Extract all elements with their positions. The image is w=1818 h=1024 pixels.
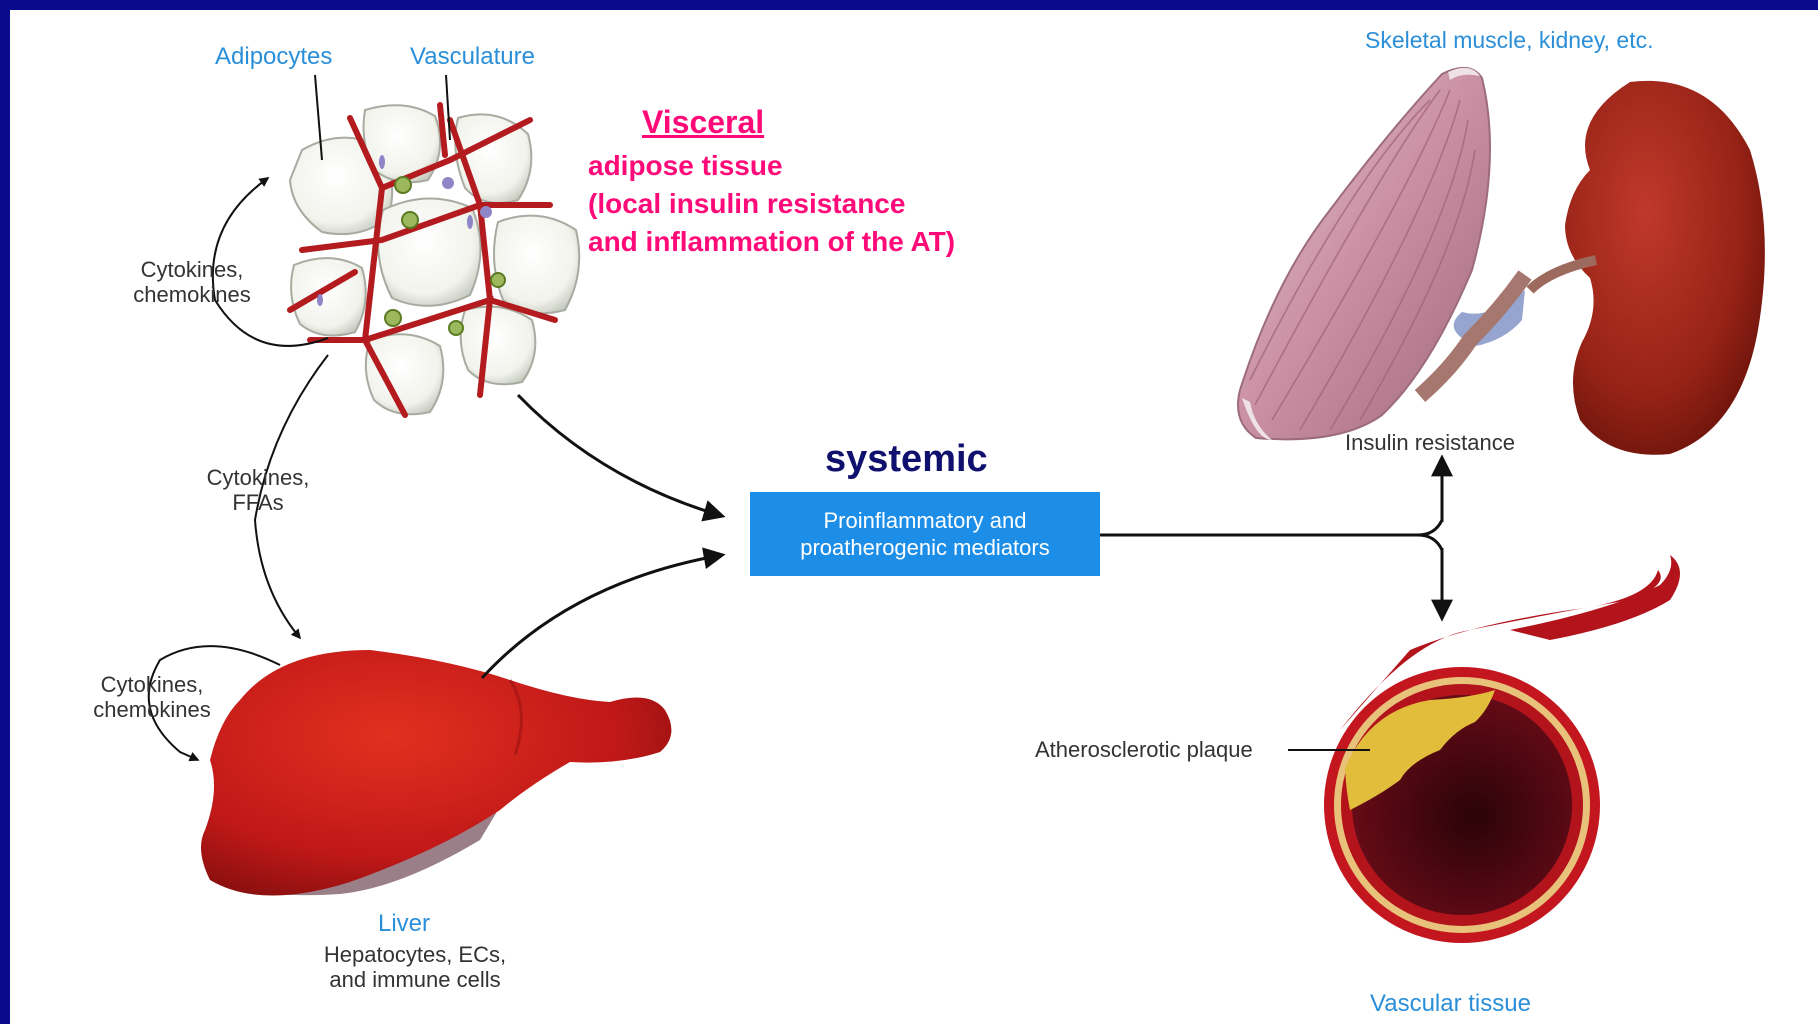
atherosclerotic-plaque-label: Atherosclerotic plaque	[1035, 737, 1253, 762]
cytokines-ffas-line-2: FFAs	[188, 490, 328, 515]
adipocyte-cell	[494, 216, 579, 314]
liver-subtitle-line-1: Hepatocytes, ECs,	[295, 942, 535, 967]
visceral-line-3: and inflammation of the AT)	[588, 226, 955, 258]
visceral-title: Visceral	[642, 104, 764, 141]
adipocyte-cell	[366, 334, 444, 414]
cytokines-ffas-line-1: Cytokines,	[188, 465, 328, 490]
visceral-line-1: adipose tissue	[588, 150, 783, 182]
liver-loop-label: Cytokines, chemokines	[78, 672, 226, 722]
liver-illustration	[201, 650, 671, 896]
mediators-line-2: proatherogenic mediators	[800, 534, 1049, 561]
vasculature-label: Vasculature	[410, 43, 535, 71]
cytokines-ffas-label: Cytokines, FFAs	[188, 465, 328, 515]
adipose-tissue-illustration	[290, 105, 579, 415]
adipocyte-cell	[461, 307, 536, 385]
adipose-loop-label-line-2: chemokines	[118, 282, 266, 307]
liver-loop-label-line-2: chemokines	[78, 697, 226, 722]
adipose-loop-label: Cytokines, chemokines	[118, 257, 266, 307]
mediators-box: Proinflammatory and proatherogenic media…	[750, 492, 1100, 576]
skeletal-muscle-illustration	[1238, 68, 1490, 440]
vascular-tissue-label: Vascular tissue	[1370, 990, 1531, 1018]
liver-to-mediators-arrow	[482, 555, 722, 678]
liver-title: Liver	[378, 910, 430, 938]
adipose-loop-label-line-1: Cytokines,	[118, 257, 266, 282]
vasculature-leader-line	[446, 75, 450, 140]
systemic-label: systemic	[825, 438, 988, 481]
mediators-line-1: Proinflammatory and	[800, 507, 1049, 534]
liver-subtitle: Hepatocytes, ECs, and immune cells	[295, 942, 535, 992]
branch-brace	[1418, 520, 1442, 550]
insulin-resistance-label: Insulin resistance	[1345, 430, 1515, 455]
diagram-canvas: Adipocytes Vasculature Visceral adipose …	[10, 10, 1818, 1024]
artery-illustration	[1288, 555, 1680, 943]
adipose-to-mediators-arrow	[518, 395, 722, 516]
liver-subtitle-line-2: and immune cells	[295, 967, 535, 992]
visceral-line-2: (local insulin resistance	[588, 188, 905, 220]
liver-loop-label-line-1: Cytokines,	[78, 672, 226, 697]
muscle-kidney-label: Skeletal muscle, kidney, etc.	[1365, 27, 1653, 54]
adipocyte-cell	[378, 198, 480, 305]
adipocytes-label: Adipocytes	[215, 43, 332, 71]
